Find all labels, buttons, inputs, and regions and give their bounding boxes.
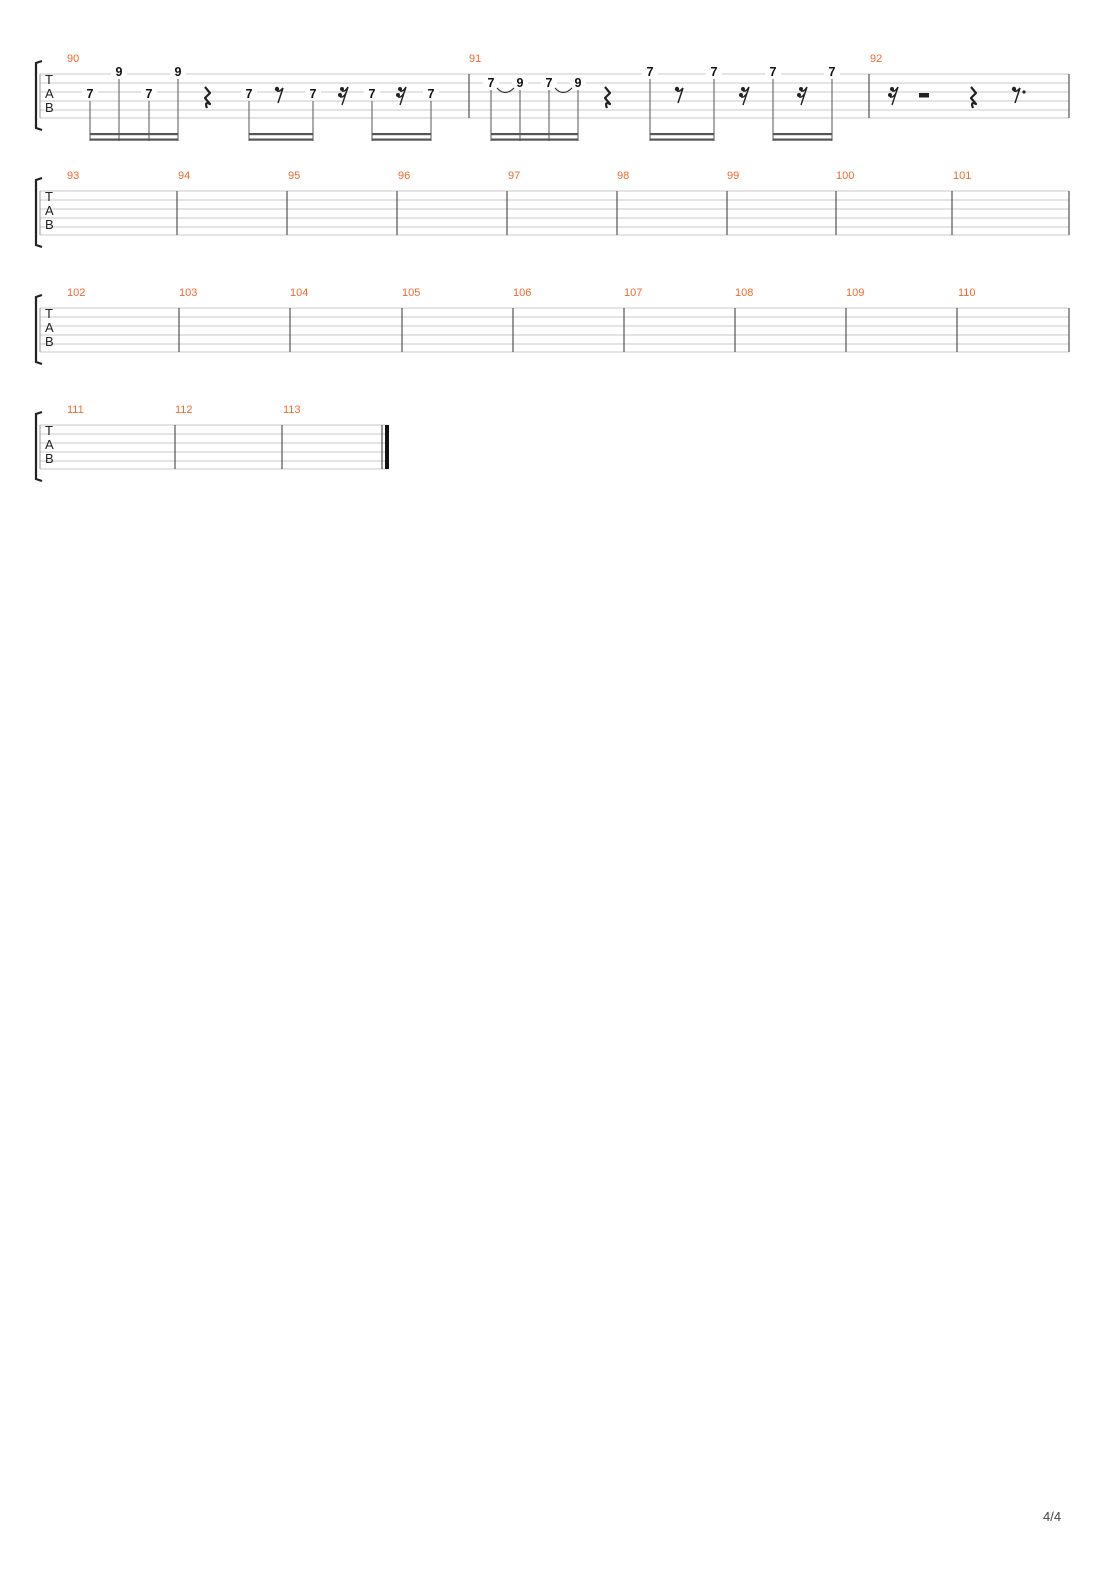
measure-number: 92 — [870, 53, 882, 65]
fret-number: 7 — [369, 87, 376, 101]
note-stems — [490, 79, 833, 141]
fret-number: 7 — [488, 76, 495, 90]
sixteenth-rest — [395, 86, 407, 106]
measure-number: 106 — [513, 287, 531, 299]
quarter-rest — [603, 85, 612, 110]
measure-number: 103 — [179, 287, 197, 299]
measure-number: 95 — [288, 170, 300, 182]
system-1: T A B 90 91 92 7 9 7 9 7 7 7 — [34, 53, 1070, 141]
tab-clef-b: B — [45, 451, 54, 466]
measure-number: 105 — [402, 287, 420, 299]
barlines — [178, 308, 1070, 352]
system-bracket — [34, 59, 43, 132]
measure-number: 97 — [508, 170, 520, 182]
measure-number: 90 — [67, 53, 79, 65]
slur — [496, 87, 515, 94]
measure-90: 7 9 7 9 7 7 7 7 — [82, 65, 439, 141]
system-bracket — [34, 410, 43, 483]
slur — [554, 87, 573, 94]
staff-lines — [40, 424, 387, 470]
staff-lines — [40, 307, 1069, 353]
measure-91: 7 9 7 9 7 7 7 7 — [483, 65, 840, 141]
system-3: T A B 102 103 104 105 106 107 108 109 11… — [34, 287, 1070, 366]
final-barline — [385, 425, 389, 469]
quarter-rest — [969, 85, 978, 110]
fret-number: 7 — [146, 87, 153, 101]
measure-number: 102 — [67, 287, 85, 299]
tab-clef-a: A — [45, 437, 54, 452]
measure-number: 96 — [398, 170, 410, 182]
sixteenth-rest — [887, 86, 899, 106]
fret-number: 7 — [711, 65, 718, 79]
fret-number: 7 — [546, 76, 553, 90]
measure-number: 100 — [836, 170, 854, 182]
measure-number: 98 — [617, 170, 629, 182]
sixteenth-rest — [337, 86, 349, 106]
measure-number: 111 — [67, 404, 84, 416]
fret-number: 9 — [175, 65, 182, 79]
fret-number: 7 — [87, 87, 94, 101]
tab-clef-t: T — [45, 306, 53, 321]
page-number: 4/4 — [1043, 1509, 1062, 1524]
sixteenth-rest — [796, 86, 808, 106]
fret-number: 7 — [647, 65, 654, 79]
system-4: T A B 111 112 113 — [34, 404, 389, 483]
system-bracket — [34, 293, 43, 366]
measure-number: 108 — [735, 287, 753, 299]
sixteenth-rest — [738, 86, 750, 106]
measure-number: 113 — [283, 404, 301, 416]
measure-number: 93 — [67, 170, 79, 182]
fret-number: 7 — [770, 65, 777, 79]
tab-clef-t: T — [45, 423, 53, 438]
fret-number: 9 — [116, 65, 123, 79]
system-2: T A B 93 94 95 96 97 98 99 100 101 — [34, 170, 1070, 249]
staff-lines — [40, 190, 1069, 236]
tab-clef-b: B — [45, 334, 54, 349]
half-rest — [919, 93, 929, 98]
tab-clef-t: T — [45, 189, 53, 204]
staff-lines — [40, 73, 1069, 119]
measure-number: 101 — [953, 170, 971, 182]
fret-number: 7 — [310, 87, 317, 101]
fret-number: 9 — [575, 76, 582, 90]
measure-number: 112 — [175, 404, 193, 416]
tab-clef-a: A — [45, 320, 54, 335]
measure-number: 99 — [727, 170, 739, 182]
fret-number: 9 — [517, 76, 524, 90]
measure-number: 91 — [469, 53, 481, 65]
fret-number: 7 — [246, 87, 253, 101]
beams — [90, 133, 431, 141]
measure-number: 110 — [958, 287, 976, 299]
fret-number: 7 — [829, 65, 836, 79]
measure-number: 104 — [290, 287, 308, 299]
measure-number: 109 — [846, 287, 864, 299]
tab-clef-a: A — [45, 86, 54, 101]
fret-number: 7 — [428, 87, 435, 101]
quarter-rest — [203, 85, 212, 110]
tab-clef-t: T — [45, 72, 53, 87]
tab-clef-b: B — [45, 217, 54, 232]
system-bracket — [34, 176, 43, 249]
measure-number: 94 — [178, 170, 190, 182]
beams — [491, 133, 832, 141]
barlines — [176, 191, 1070, 235]
measure-number: 107 — [624, 287, 642, 299]
measure-92 — [887, 85, 1026, 110]
rest-dot — [1022, 90, 1026, 94]
tab-clef-b: B — [45, 100, 54, 115]
barlines — [174, 425, 383, 469]
tab-clef-a: A — [45, 203, 54, 218]
